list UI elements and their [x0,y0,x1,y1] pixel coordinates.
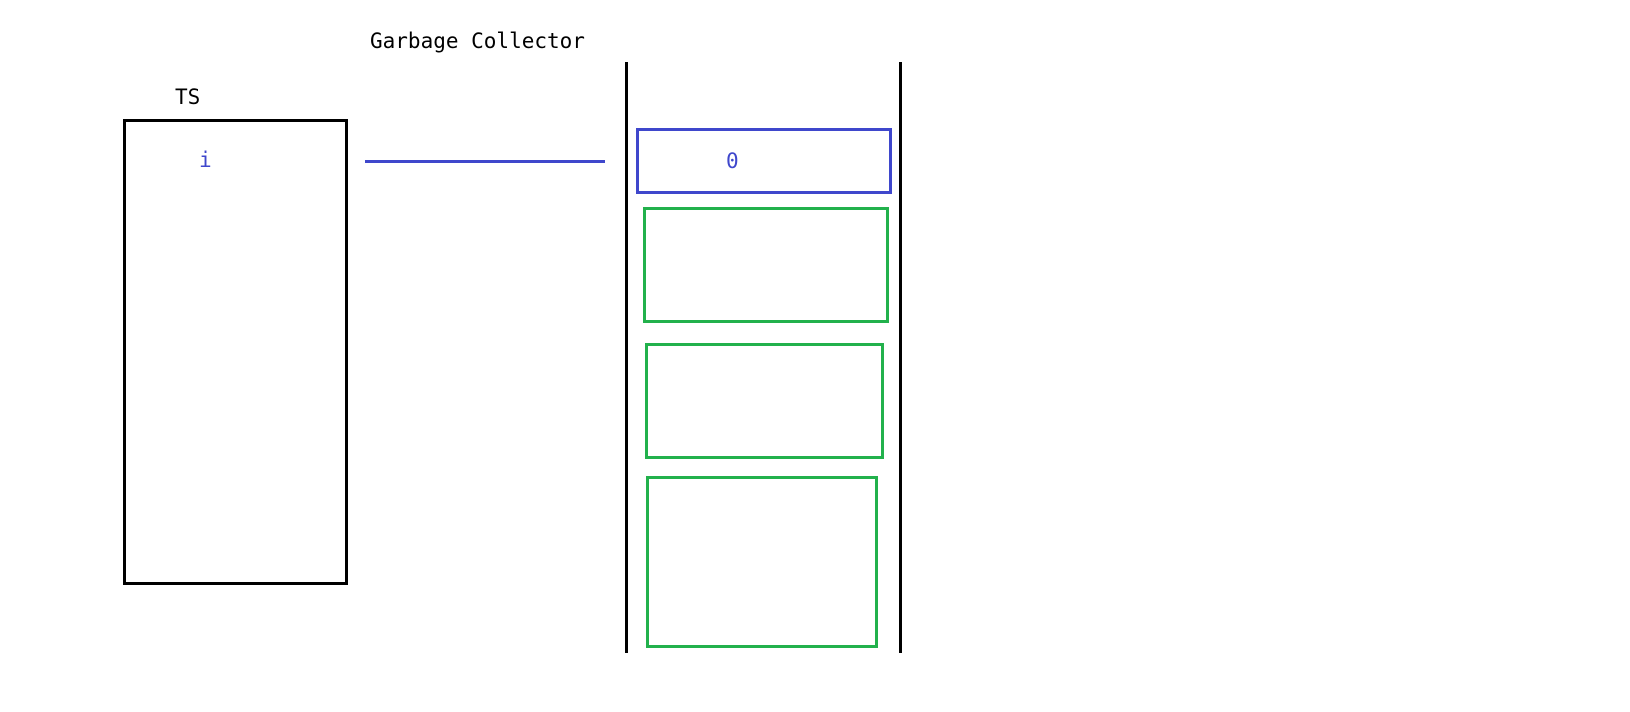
free-heap-block [645,343,884,459]
free-heap-block [646,476,878,648]
heap-left-wall [625,62,628,653]
diagram-title: Garbage Collector [370,29,585,53]
reference-line [365,160,605,163]
variable-name: i [199,148,212,172]
thread-stack-box [123,119,348,585]
thread-stack-label: TS [175,85,201,109]
heap-right-wall [899,62,902,653]
heap-object-value: 0 [726,149,739,173]
free-heap-block [643,207,889,323]
heap-object-box [636,128,892,194]
